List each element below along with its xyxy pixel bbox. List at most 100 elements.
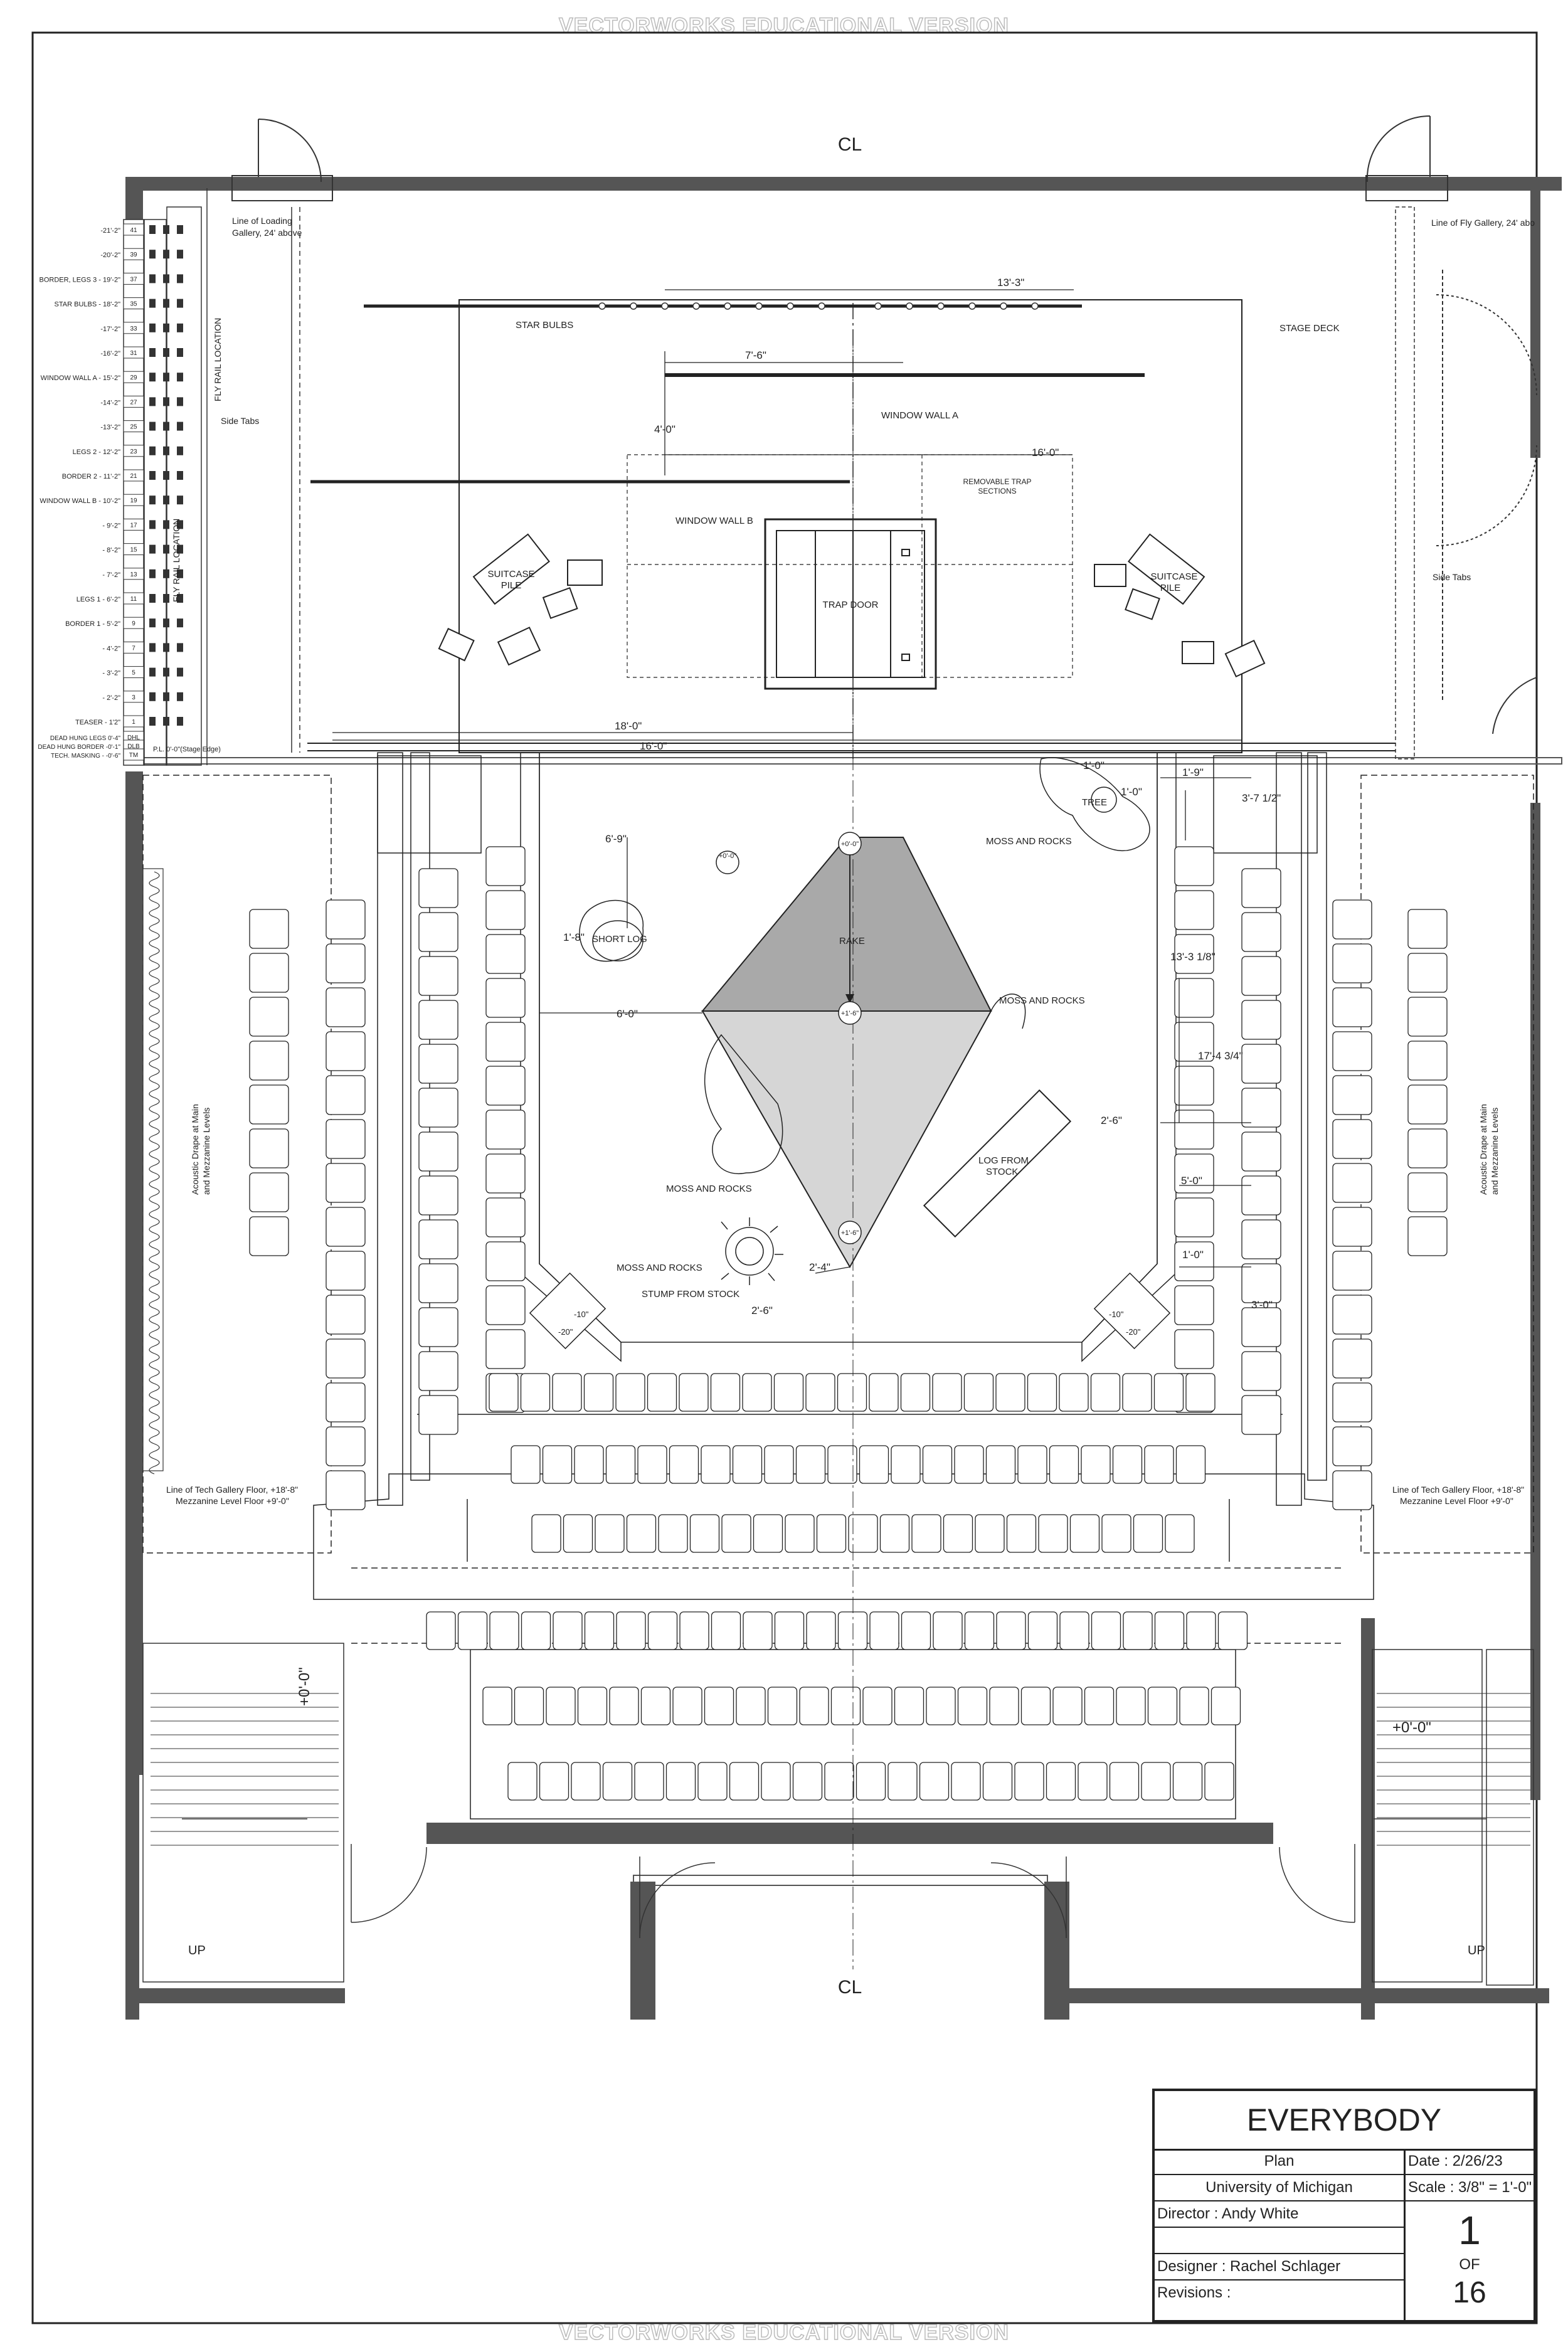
label-removable-trap-2: SECTIONS (978, 487, 1016, 495)
seat (1332, 987, 1372, 1027)
label-stage-deck: STAGE DECK (1279, 323, 1340, 334)
lineset-lock (149, 323, 156, 332)
lineset-lock (149, 618, 156, 628)
lineset-lock (149, 250, 156, 259)
seat (511, 1445, 541, 1484)
lineset-lock (149, 717, 156, 726)
label-tree: TREE (1082, 797, 1107, 808)
lineset-lock (177, 323, 183, 332)
seat (761, 1762, 791, 1801)
lineset-lock (163, 471, 169, 480)
seat (1332, 1470, 1372, 1510)
seat (1241, 1044, 1281, 1084)
lineset-lock (177, 569, 183, 578)
seat (1174, 1153, 1214, 1194)
audience-seating (249, 846, 1448, 1801)
seat (658, 1514, 688, 1553)
seat (1153, 1373, 1184, 1412)
centerline-top: CL (838, 134, 862, 155)
lineset-number: DLB (127, 743, 140, 750)
seat (326, 1251, 366, 1291)
lineset-lock (177, 225, 183, 234)
note-acoustic-left: Acoustic Drape at Main (190, 1104, 200, 1195)
note-side-tabs-right: Side Tabs (1433, 572, 1471, 582)
label-removable-trap: REMOVABLE TRAP (963, 477, 1032, 486)
lineset-lock (163, 397, 169, 406)
label-log-from-stock-2: STOCK (986, 1167, 1018, 1177)
lineset-label: - 3'-2" (102, 670, 120, 677)
seat (665, 1762, 696, 1801)
seat (1017, 1445, 1047, 1484)
lineset-number: 37 (130, 276, 137, 283)
seat (856, 1762, 886, 1801)
seat (1332, 1207, 1372, 1247)
elev-0a: +0'-0" (719, 852, 736, 860)
lineset-lock (163, 667, 169, 677)
seat (1059, 1611, 1089, 1650)
seat (1020, 1687, 1051, 1725)
seat (862, 1687, 893, 1725)
seat (774, 1611, 805, 1650)
lineset-lock (149, 397, 156, 406)
elev-1-6a: +1'-6" (841, 1010, 859, 1017)
lineset-label: -16'-2" (100, 350, 120, 358)
seat (672, 1687, 702, 1725)
lineset-lock (177, 495, 183, 505)
seat (485, 1110, 526, 1150)
seat (1407, 1041, 1448, 1081)
seat (249, 1128, 289, 1168)
dim-1-8: 1'-8" (563, 931, 585, 943)
dim-1-0b: 1'-0" (1121, 786, 1142, 798)
lineset-cell (123, 272, 144, 285)
lineset-label: TECH. MASKING - -0'-6" (51, 753, 120, 760)
seat (767, 1687, 798, 1725)
label-suitcase-right-2: PILE (1160, 583, 1181, 593)
lineset-number: 29 (130, 374, 137, 381)
seat (326, 1295, 366, 1335)
seat (326, 1470, 366, 1510)
seat (1241, 1263, 1281, 1303)
seat (1332, 1163, 1372, 1203)
seat (848, 1514, 878, 1553)
seat (1174, 1329, 1214, 1369)
seat (1133, 1514, 1163, 1553)
lineset-lock (177, 250, 183, 259)
lineset-lock (177, 520, 183, 529)
lineset-lock (177, 594, 183, 603)
lineset-lock (149, 643, 156, 652)
seat (1109, 1762, 1140, 1801)
seat (985, 1445, 1016, 1484)
seat (1241, 1219, 1281, 1259)
seat (697, 1762, 728, 1801)
seat (1407, 953, 1448, 993)
note-elev-left: +0'-0" (296, 1667, 313, 1706)
lineset-cell (123, 371, 144, 383)
seat (1046, 1762, 1076, 1801)
lineset-lock (177, 446, 183, 455)
lineset-lock (163, 692, 169, 701)
seat (1332, 1338, 1372, 1379)
seat (418, 868, 458, 908)
lineset-cell (123, 346, 144, 359)
lineset-label: -13'-2" (100, 424, 120, 432)
lineset-cell (123, 592, 144, 605)
dim-1-0c: 1'-0" (1182, 1249, 1204, 1261)
lineset-number: 31 (130, 350, 137, 357)
seat (249, 1041, 289, 1081)
dim-1-0a: 1'-0" (1083, 760, 1104, 771)
seat (552, 1373, 582, 1412)
seat (704, 1687, 734, 1725)
dim-13-3: 13'-3" (997, 277, 1024, 289)
note-stage-edge: P.L. 0'-0"(Stage Edge) (153, 746, 221, 753)
dim-7-6: 7'-6" (745, 349, 766, 361)
seat (1241, 1307, 1281, 1347)
seat (954, 1445, 984, 1484)
dim-2-6a: 2'-6" (1101, 1115, 1122, 1126)
seat (418, 1395, 458, 1435)
seat (1174, 1066, 1214, 1106)
label-window-wall-a: WINDOW WALL A (881, 410, 958, 421)
lineset-lock (163, 446, 169, 455)
seat (679, 1373, 709, 1412)
label-trap-door: TRAP DOOR (823, 600, 879, 610)
vom-20-left: -20" (558, 1327, 573, 1337)
